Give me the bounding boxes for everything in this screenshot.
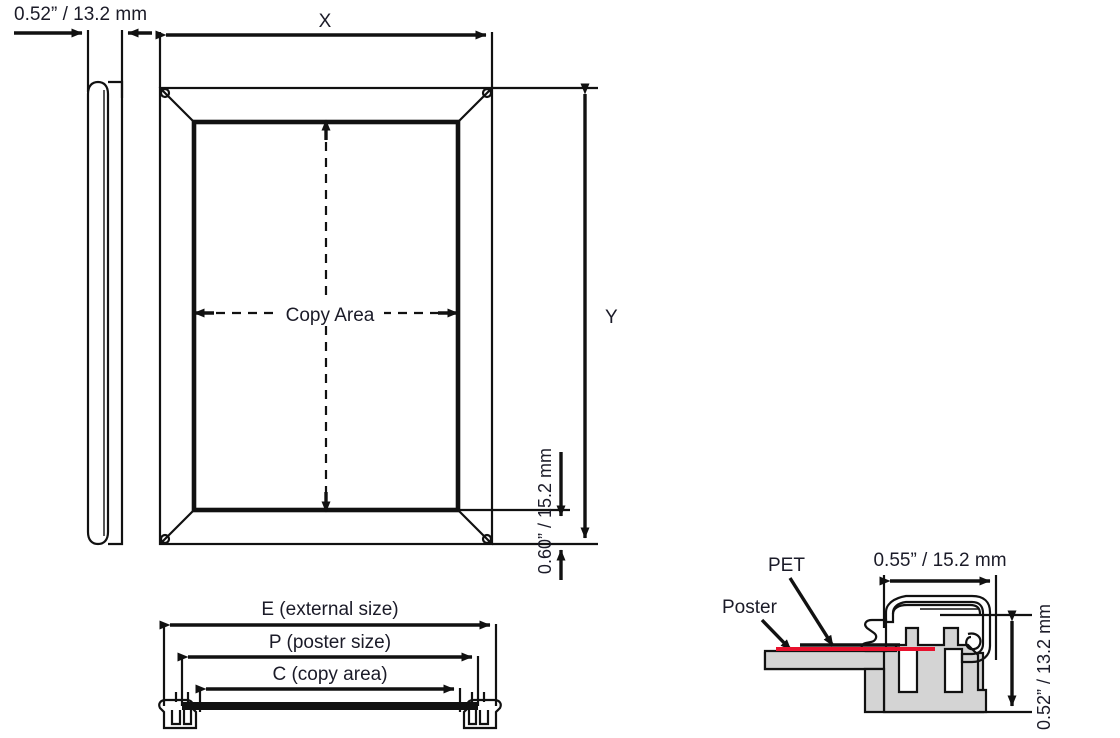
backing-panel <box>763 649 894 671</box>
channel-left <box>897 647 919 694</box>
profile-step <box>863 667 886 714</box>
section-end-right <box>462 692 502 730</box>
side-thickness-label: 0.52” / 13.2 mm <box>14 4 147 25</box>
frame-width-label: X <box>319 11 332 32</box>
dimension-label-p: P (poster size) <box>269 632 391 653</box>
callout-label-poster: Poster <box>722 597 778 618</box>
side-view <box>86 80 124 546</box>
callout-label-pet: PET <box>768 555 805 576</box>
frame-height-dimension: Y <box>492 83 618 546</box>
dimension-label-c: C (copy area) <box>272 664 387 685</box>
leader-poster <box>760 618 793 652</box>
border-width-dimension: 0.60” / 15.2 mm <box>458 448 570 580</box>
frame-width-dimension: X <box>155 11 494 88</box>
snap-rail-outer <box>884 594 992 664</box>
channel-right <box>943 647 964 694</box>
detail-depth-label: 0.52” / 13.2 mm <box>1034 604 1054 730</box>
detail-width-label: 0.55” / 15.2 mm <box>873 550 1006 571</box>
profile-detail-view: PET Poster 0.55” / 15.2 mm 0.52” / 13.2 … <box>722 550 1054 730</box>
cross-section-view: E (external size) P (poster size) C (cop… <box>158 599 502 730</box>
border-width-label: 0.60” / 15.2 mm <box>535 448 555 574</box>
copy-area-label: Copy Area <box>286 305 375 326</box>
side-thickness-dimension: 0.52” / 13.2 mm <box>14 4 152 98</box>
dimension-label-e: E (external size) <box>261 599 398 620</box>
hinge-knuckle <box>965 632 982 651</box>
frame-height-label: Y <box>605 307 618 328</box>
leader-pet <box>788 577 835 647</box>
snap-rail-inner <box>891 603 982 615</box>
copy-area-indicator: Copy Area <box>193 119 459 513</box>
section-end-left <box>158 692 198 730</box>
